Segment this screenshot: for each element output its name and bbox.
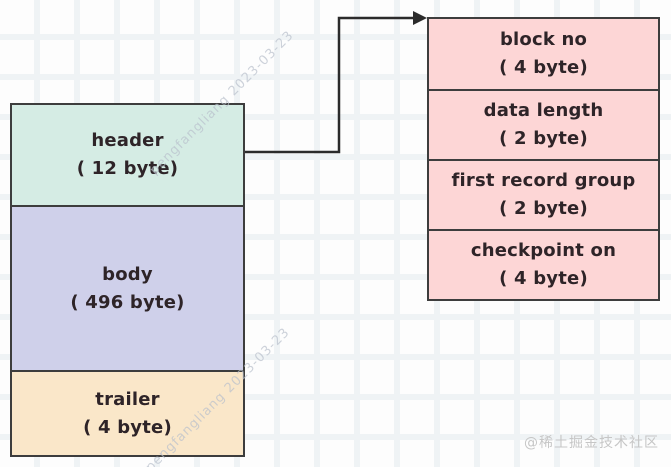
- field-size: ( 2 byte): [499, 128, 588, 149]
- block-header: header ( 12 byte): [12, 105, 243, 205]
- field-size: ( 4 byte): [499, 57, 588, 78]
- storage-block-stack: header ( 12 byte) body ( 496 byte) trail…: [10, 103, 245, 457]
- field-label: checkpoint on: [470, 240, 617, 262]
- field-label: data length: [483, 100, 604, 122]
- field-checkpoint-on: checkpoint on ( 4 byte): [429, 229, 658, 299]
- field-label: block no: [499, 29, 588, 51]
- block-size: ( 4 byte): [83, 416, 172, 438]
- block-body: body ( 496 byte): [12, 205, 243, 370]
- block-label: header: [91, 130, 164, 152]
- header-fields-stack: block no ( 4 byte) data length ( 2 byte)…: [427, 17, 660, 301]
- field-size: ( 4 byte): [499, 268, 588, 289]
- field-block-no: block no ( 4 byte): [429, 19, 658, 89]
- field-data-length: data length ( 2 byte): [429, 89, 658, 159]
- watermark-credit: @稀土掘金技术社区: [524, 435, 659, 451]
- block-label: body: [102, 263, 153, 285]
- field-first-record-group: first record group ( 2 byte): [429, 159, 658, 229]
- block-size: ( 12 byte): [76, 158, 179, 179]
- field-size: ( 2 byte): [499, 198, 588, 219]
- block-label: trailer: [95, 388, 160, 410]
- block-size: ( 496 byte): [70, 291, 185, 313]
- block-trailer: trailer ( 4 byte): [12, 370, 243, 455]
- field-label: first record group: [451, 170, 636, 192]
- arrow-head-icon: [413, 11, 427, 25]
- arrow-line: [245, 16, 414, 154]
